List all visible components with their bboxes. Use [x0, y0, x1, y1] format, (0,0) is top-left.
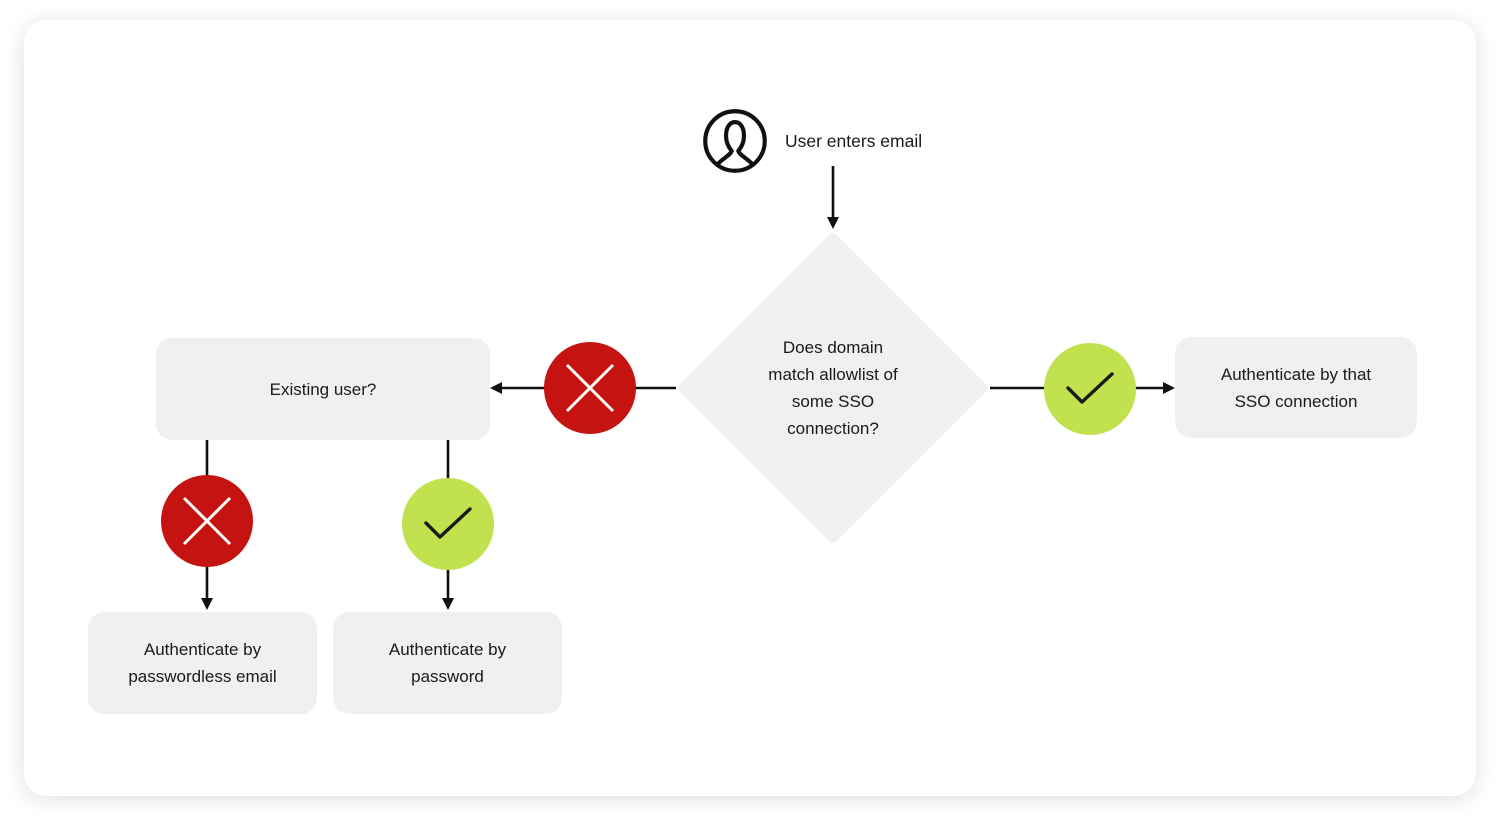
flowchart-canvas: User enters email Does domain match allo… [24, 20, 1476, 796]
user-avatar-icon [701, 107, 769, 175]
cross-icon [565, 363, 615, 413]
decision-node-label: Does domain match allowlist of some SSO … [768, 338, 898, 438]
checkmark-icon [424, 507, 472, 539]
existing-user-node: Existing user? [156, 338, 490, 440]
authenticate-sso-node: Authenticate by that SSO connection [1175, 337, 1417, 438]
yes-branch-badge-existing-user [402, 478, 494, 570]
authenticate-passwordless-node: Authenticate by passwordless email [88, 612, 317, 714]
no-branch-badge-decision [544, 342, 636, 434]
start-node-label: User enters email [785, 131, 923, 151]
start-node [701, 107, 769, 175]
checkmark-icon [1066, 372, 1114, 404]
authenticate-password-node: Authenticate by password [333, 612, 562, 714]
no-branch-badge-existing-user [161, 475, 253, 567]
yes-branch-badge-decision [1044, 343, 1136, 435]
cross-icon [182, 496, 232, 546]
